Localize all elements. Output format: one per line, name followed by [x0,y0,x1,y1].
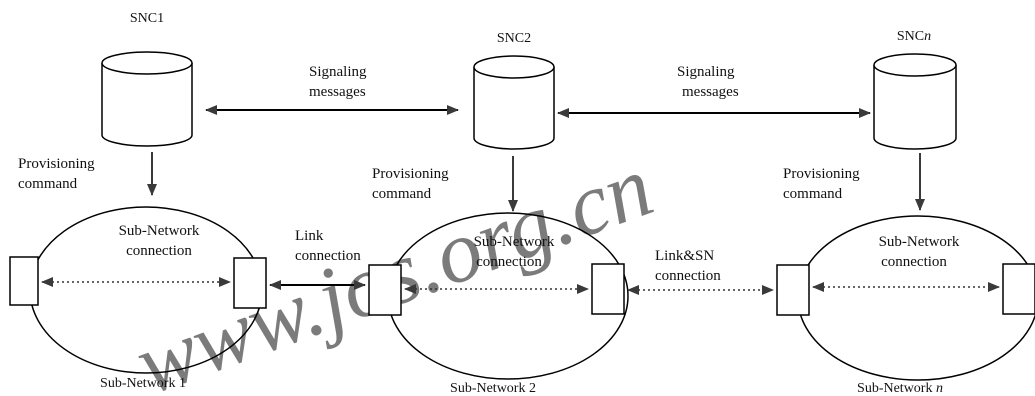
port-sn1-left [9,256,39,306]
subnetwork-2-name: Sub-Network 2 [450,381,536,396]
controller-snc1 [101,51,193,147]
controller-sncn [873,53,957,150]
controller-label-snc2: SNC2 [497,31,531,46]
controller-label-snc1: SNC1 [130,11,164,26]
port-snn-right [1002,263,1035,315]
port-snn-left [776,264,810,316]
port-sn2-left [368,264,402,316]
controller-label-sncn: SNCn [897,29,931,44]
controller-snc2 [473,55,555,150]
port-sn1-right [233,257,267,309]
subnetwork-n-name: Sub-Network n [857,381,943,396]
port-sn2-right [591,263,625,315]
subnetwork-1-name: Sub-Network 1 [100,376,186,391]
